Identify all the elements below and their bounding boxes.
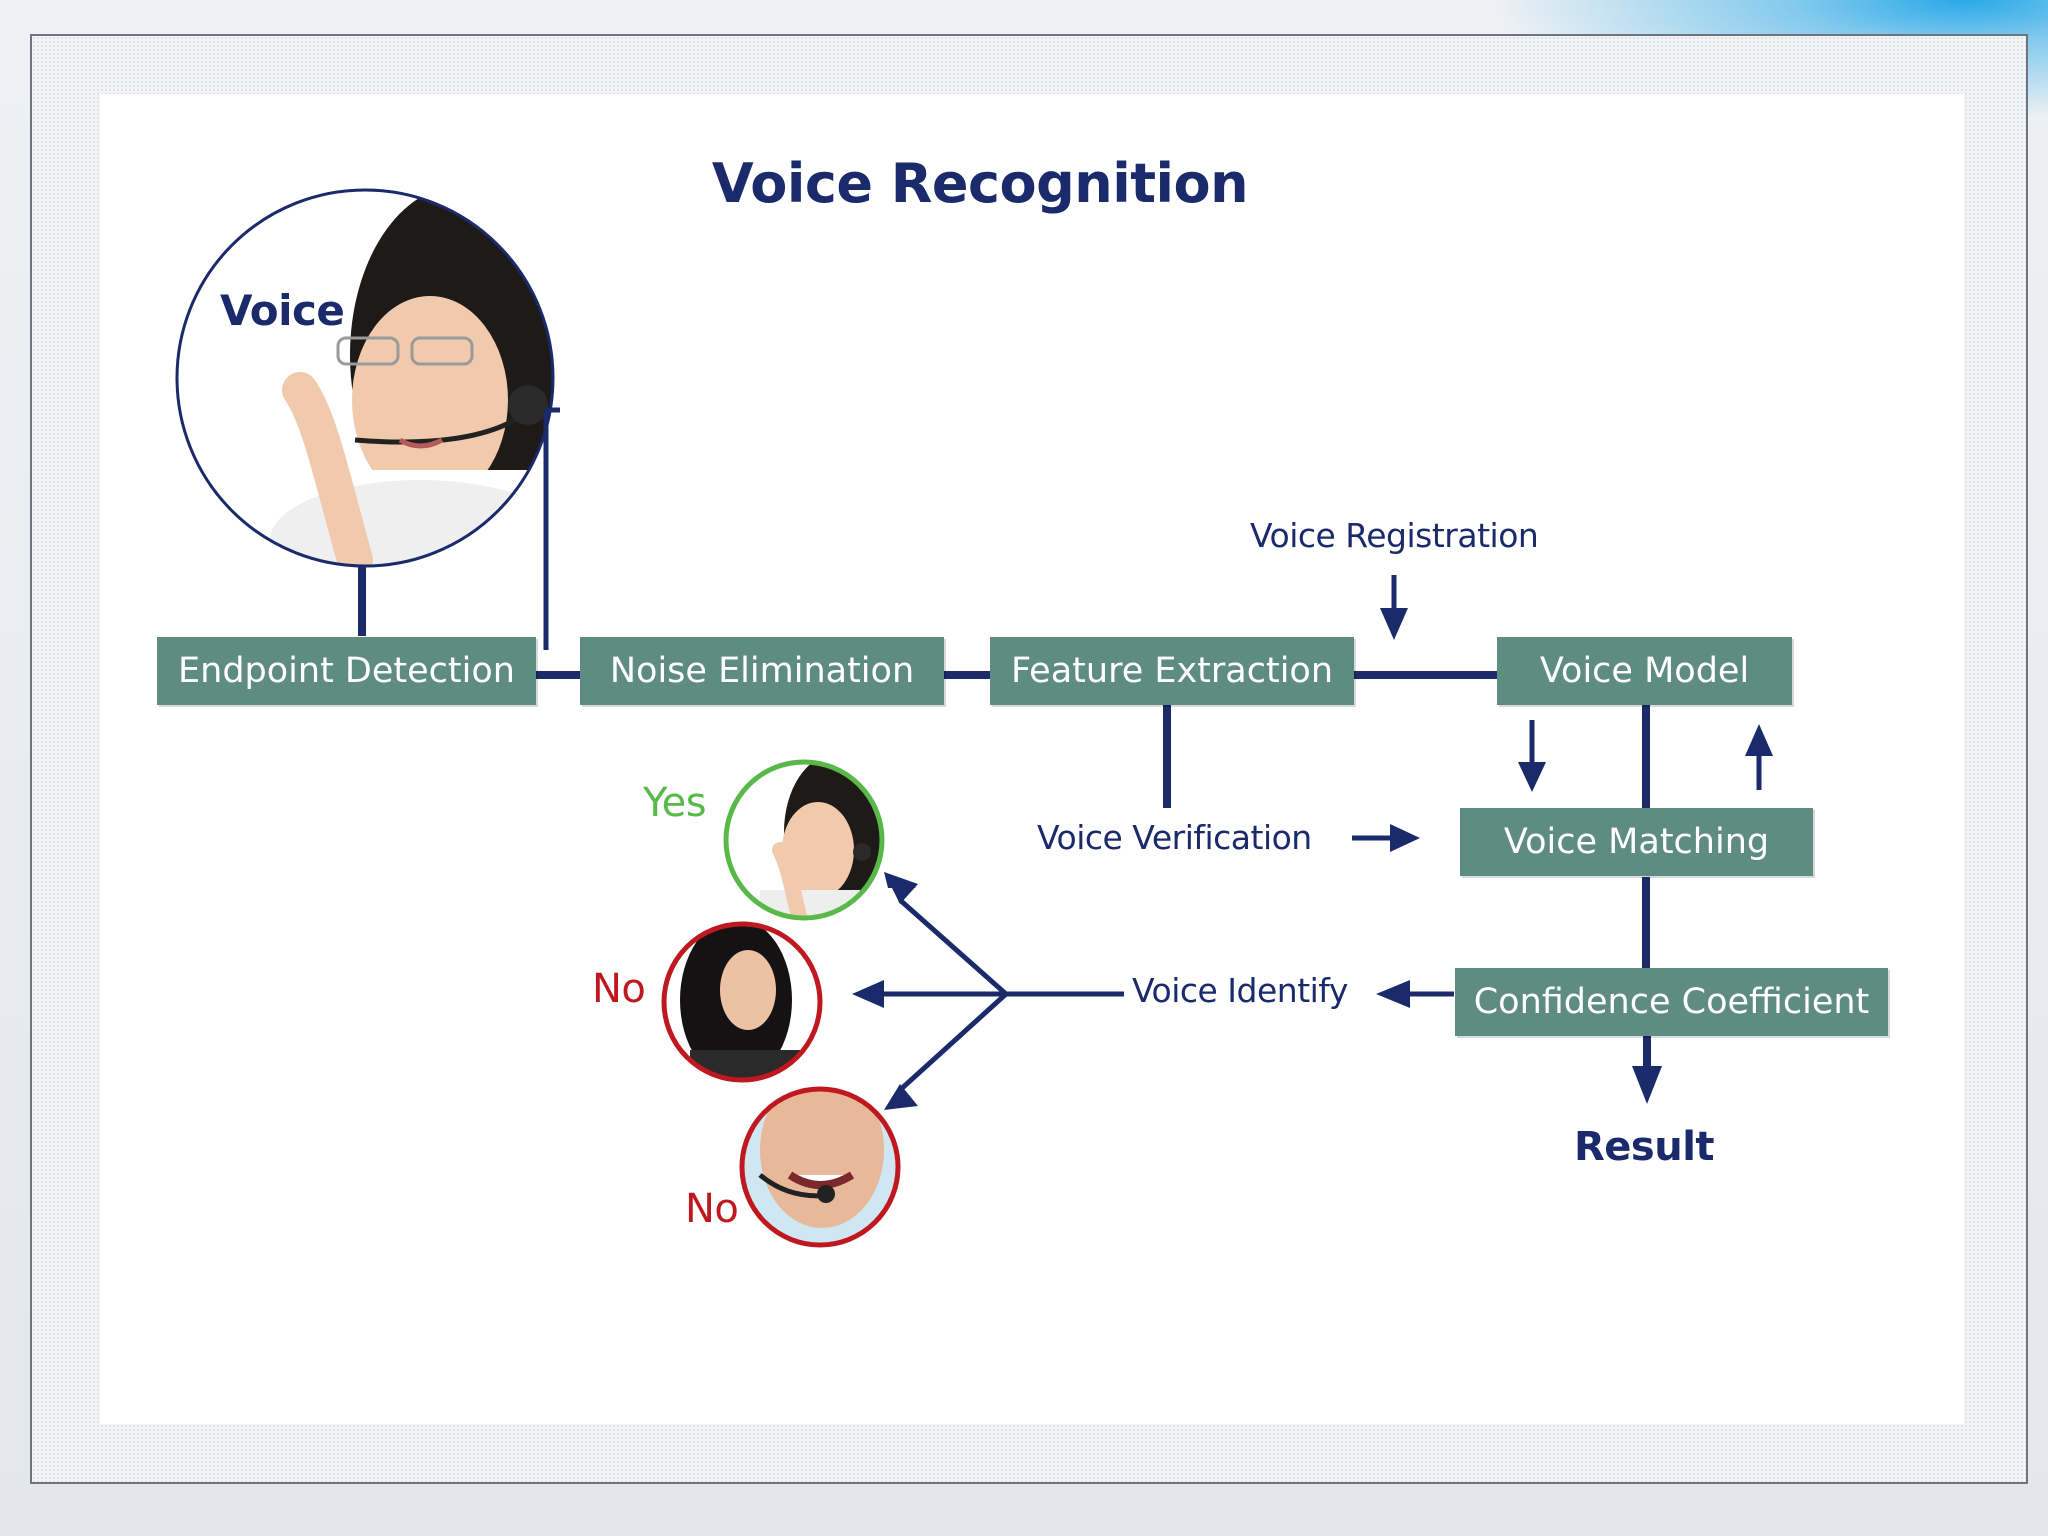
- match-yes-avatar: [723, 759, 885, 921]
- yes-label: Yes: [643, 780, 707, 826]
- result-label: Result: [1574, 1124, 1715, 1170]
- voice-registration-label: Voice Registration: [1250, 516, 1539, 555]
- connectors: [358, 407, 1762, 1092]
- match-no-avatar-2: [739, 1086, 901, 1248]
- arrowheads: [852, 608, 1773, 1110]
- confidence-coefficient-box: Confidence Coefficient: [1455, 968, 1888, 1036]
- speaker-avatar: [175, 188, 555, 568]
- match-no-avatar-1: [661, 921, 823, 1083]
- no-label-1: No: [592, 966, 646, 1012]
- noise-elimination-box: Noise Elimination: [580, 637, 944, 705]
- voice-model-box: Voice Model: [1497, 637, 1792, 705]
- endpoint-detection-box: Endpoint Detection: [157, 637, 536, 705]
- voice-label: Voice: [220, 286, 345, 335]
- no-label-2: No: [685, 1186, 739, 1232]
- feature-extraction-box: Feature Extraction: [990, 637, 1354, 705]
- voice-identify-label: Voice Identify: [1132, 971, 1348, 1010]
- diagram-title: Voice Recognition: [711, 152, 1249, 215]
- voice-verification-label: Voice Verification: [1037, 818, 1312, 857]
- voice-matching-box: Voice Matching: [1460, 808, 1813, 876]
